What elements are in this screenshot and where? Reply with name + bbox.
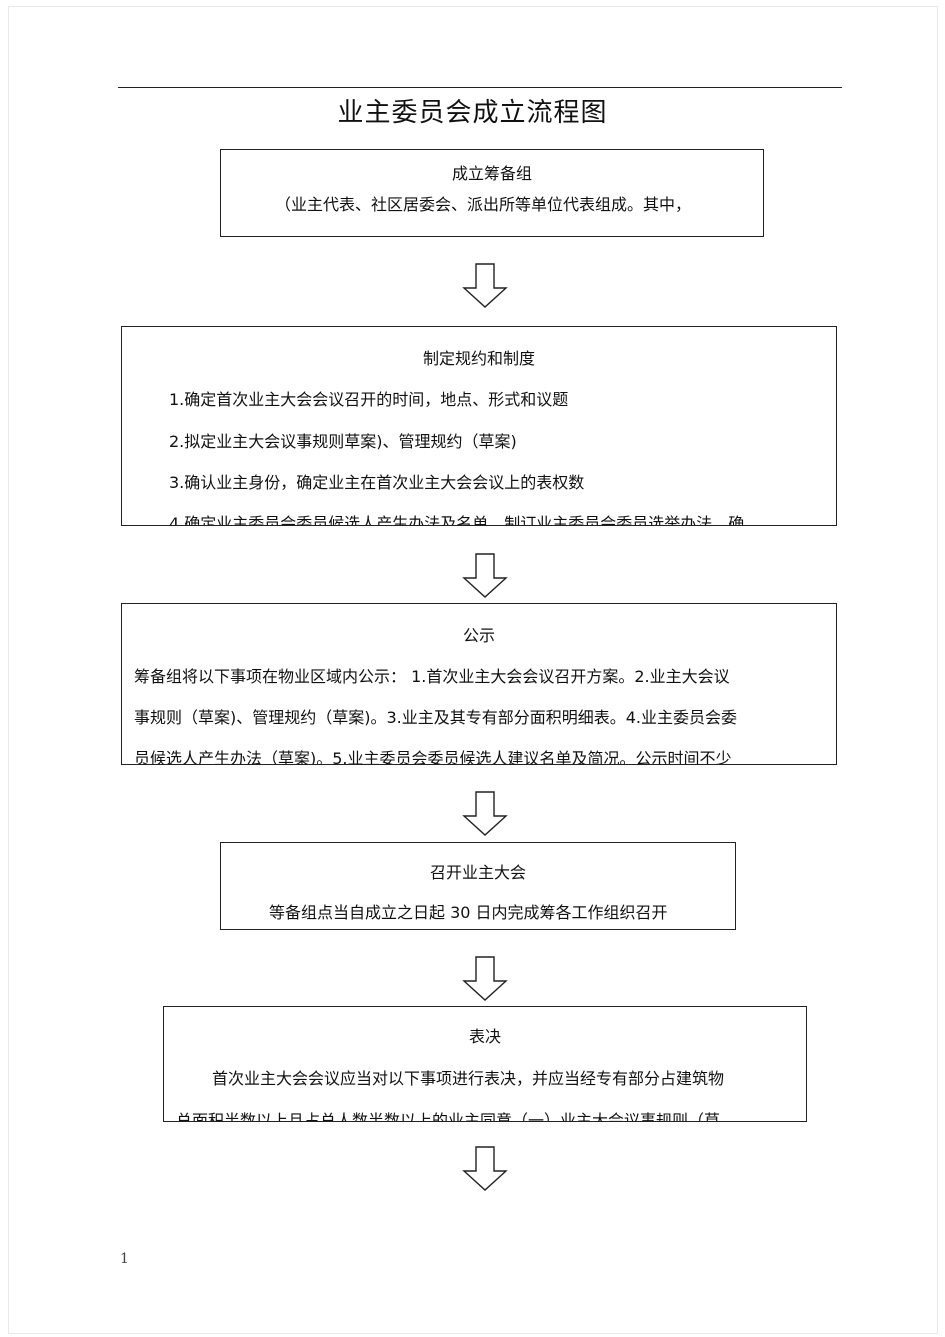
step-text-line: 总面积半数以上且占总人数半数以上的业主同意（一）业主大会议事规则（草	[176, 1111, 721, 1122]
step-text-line: 等备组点当自成立之日起 30 日内完成筹各工作组织召开	[269, 903, 668, 922]
step-heading: 成立筹备组	[451, 164, 532, 183]
page-number: 1	[120, 1251, 129, 1267]
step-box-rules-and-systems: 制定规约和制度 1.确定首次业主大会会议召开的时间，地点、形式和议题 2.拟定业…	[121, 326, 837, 526]
step-box-preparation-group: 成立筹备组 （业主代表、社区居委会、派出所等单位代表组成。其中，	[220, 149, 764, 237]
step-text-line: 1.确定首次业主大会会议召开的时间，地点、形式和议题	[169, 390, 569, 409]
step-heading: 制定规约和制度	[422, 349, 535, 368]
step-text-line: 4.确定业主委员会委员候选人产生办法及名单，制订业主委员会委员选举办法，确	[169, 514, 745, 526]
header-rule	[118, 87, 842, 88]
step-box-public-notice: 公示 筹备组将以下事项在物业区域内公示： 1.首次业主大会会议召开方案。2.业主…	[121, 603, 837, 765]
down-arrow-icon	[462, 791, 508, 836]
step-box-owners-general-meeting: 召开业主大会 等备组点当自成立之日起 30 日内完成筹各工作组织召开	[220, 842, 736, 930]
step-heading: 公示	[462, 626, 495, 645]
step-text-line: 2.拟定业主大会议事规则草案)、管理规约（草案)	[169, 432, 517, 451]
step-text-line: 事规则（草案)、管理规约（草案)。3.业主及其专有部分面积明细表。4.业主委员会…	[134, 708, 738, 727]
step-text-line: 员候选人产生办法（草案)。5.业主委员会委员候选人建议名单及简况。公示时间不少	[134, 749, 732, 765]
down-arrow-icon	[462, 263, 508, 308]
down-arrow-icon	[462, 1146, 508, 1191]
step-heading: 表决	[468, 1027, 501, 1046]
step-text-line: （业主代表、社区居委会、派出所等单位代表组成。其中，	[275, 195, 692, 214]
page-title: 业主委员会成立流程图	[337, 98, 608, 128]
down-arrow-icon	[462, 956, 508, 1001]
step-box-voting: 表决 首次业主大会会议应当对以下事项进行表决，并应当经专有部分占建筑物 总面积半…	[163, 1006, 807, 1122]
down-arrow-icon	[462, 553, 508, 598]
step-text-line: 筹备组将以下事项在物业区域内公示： 1.首次业主大会会议召开方案。2.业主大会议	[134, 667, 730, 686]
step-text-line: 3.确认业主身份，确定业主在首次业主大会会议上的表权数	[169, 473, 585, 492]
step-heading: 召开业主大会	[429, 863, 526, 882]
step-text-line: 首次业主大会会议应当对以下事项进行表决，并应当经专有部分占建筑物	[212, 1069, 725, 1088]
